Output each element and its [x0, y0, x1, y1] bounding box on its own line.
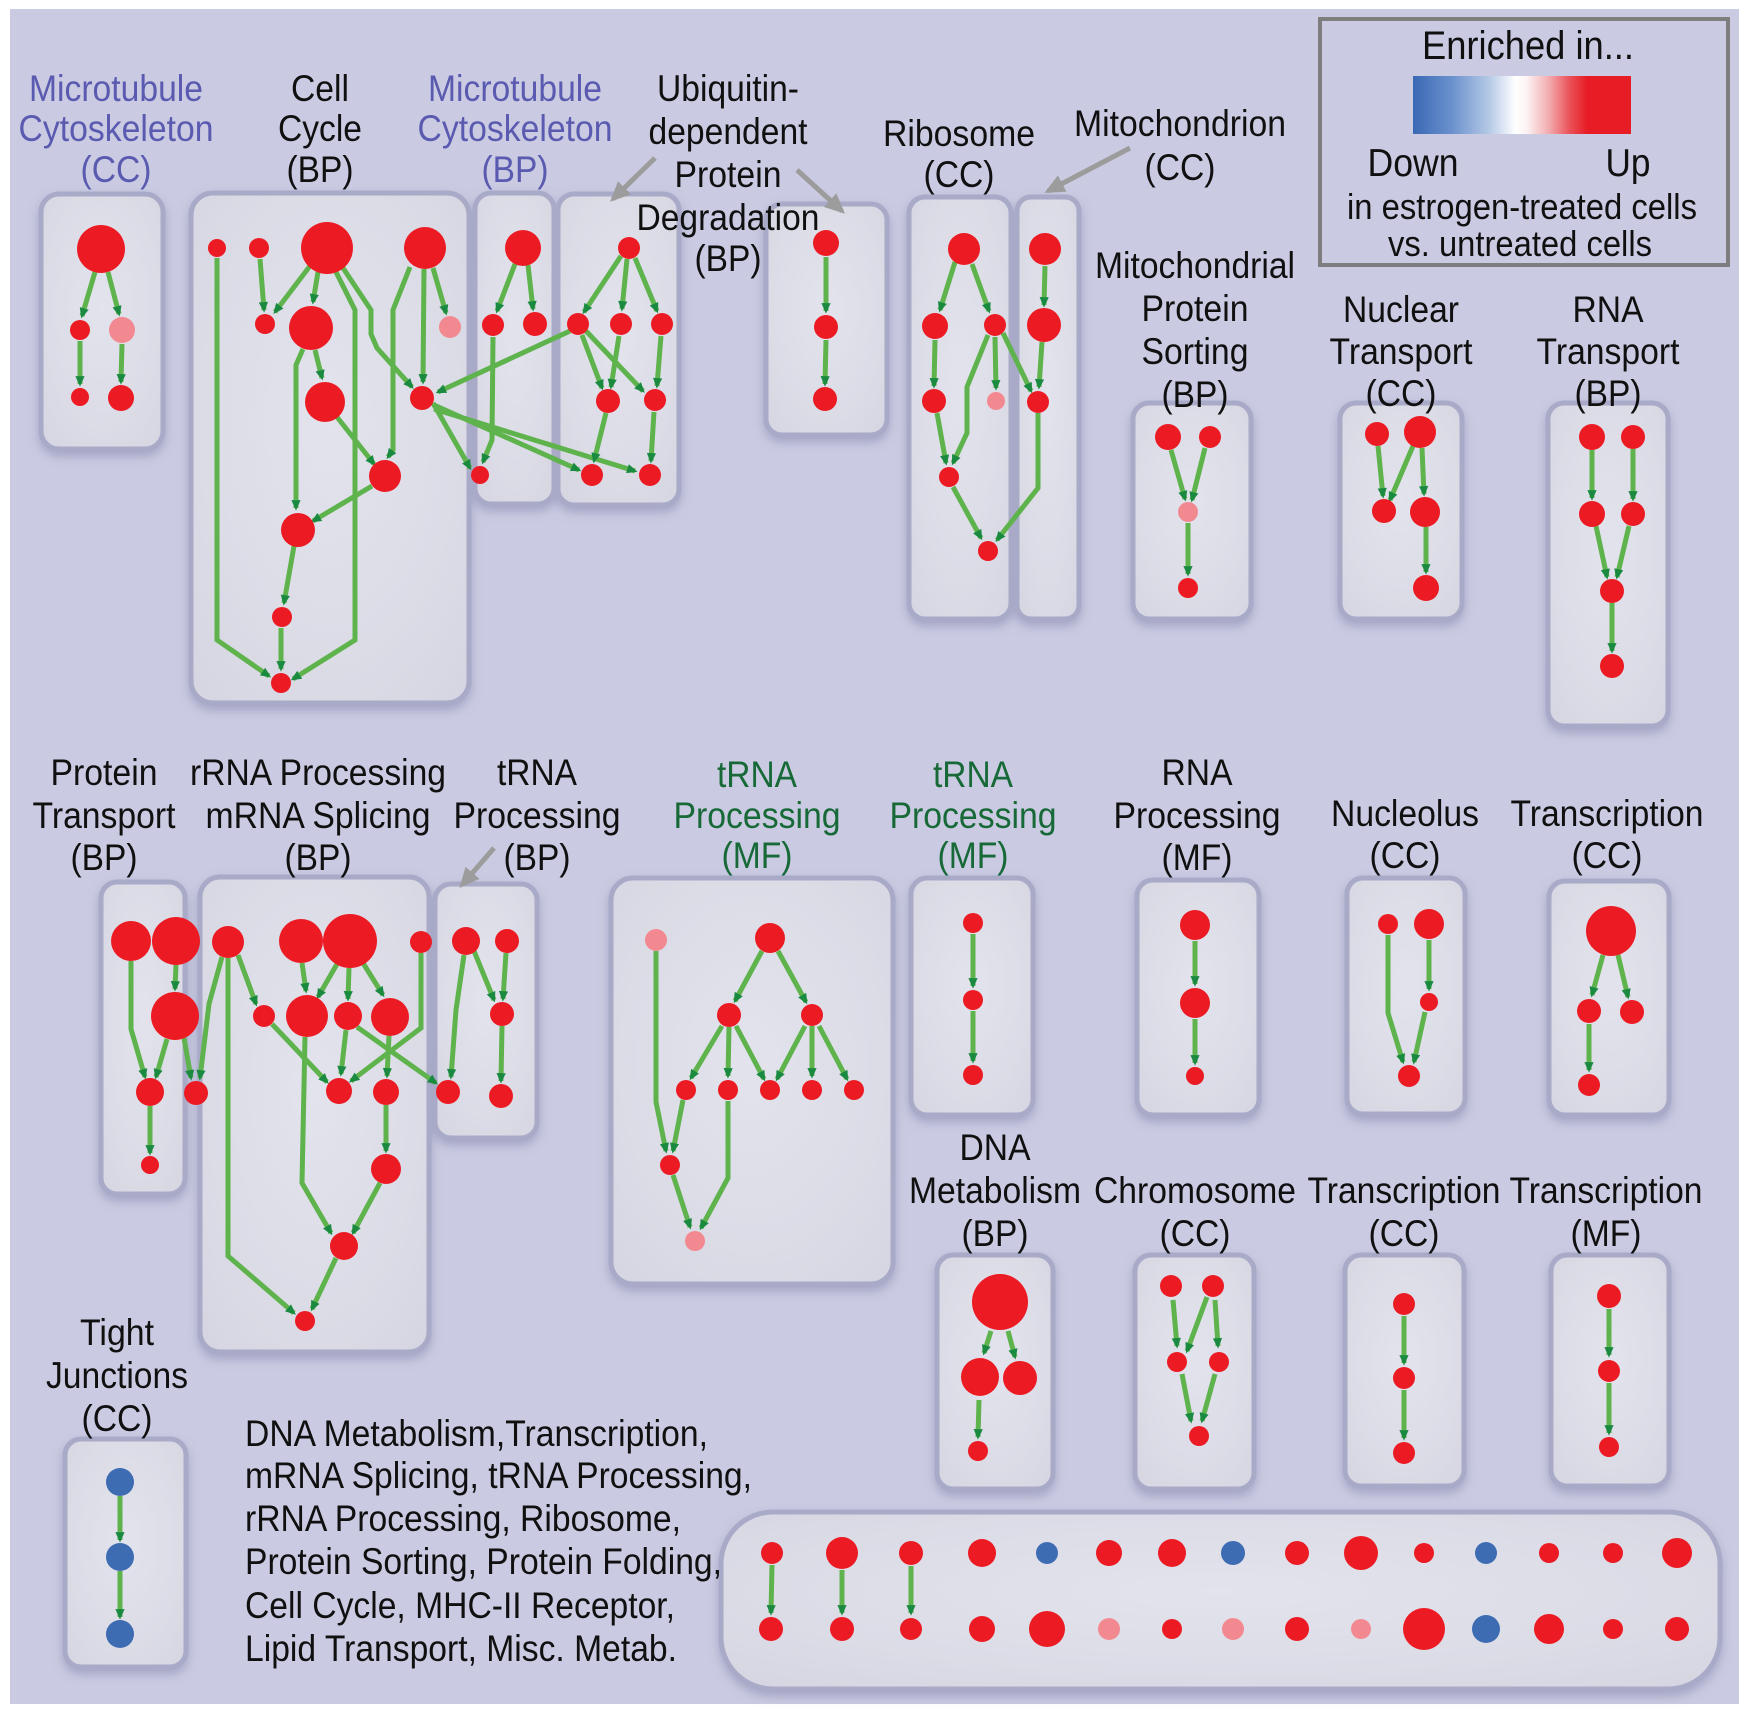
svg-text:Processing: Processing [890, 795, 1057, 836]
svg-text:Processing: Processing [454, 795, 621, 836]
svg-text:(CC): (CC) [1145, 147, 1216, 188]
svg-text:Transport: Transport [1537, 331, 1681, 372]
svg-text:(BP): (BP) [482, 149, 549, 190]
svg-text:dependent: dependent [649, 111, 809, 152]
svg-text:in estrogen-treated cells: in estrogen-treated cells [1347, 186, 1697, 227]
svg-text:Protein: Protein [675, 154, 782, 195]
svg-text:Enriched in...: Enriched in... [1422, 24, 1634, 68]
svg-text:RNA: RNA [1162, 752, 1233, 793]
svg-text:Cell Cycle, MHC-II Receptor,: Cell Cycle, MHC-II Receptor, [245, 1585, 675, 1626]
svg-text:(MF): (MF) [938, 835, 1009, 876]
svg-text:(CC): (CC) [1366, 373, 1437, 414]
svg-text:Junctions: Junctions [46, 1355, 188, 1396]
svg-text:rRNA Processing: rRNA Processing [190, 752, 446, 793]
svg-text:(CC): (CC) [1572, 835, 1643, 876]
svg-text:Up: Up [1606, 142, 1651, 185]
svg-text:(BP): (BP) [962, 1213, 1029, 1254]
svg-text:Chromosome: Chromosome [1094, 1170, 1296, 1211]
svg-text:vs. untreated cells: vs. untreated cells [1388, 223, 1652, 264]
svg-text:tRNA: tRNA [717, 754, 797, 795]
svg-text:Protein: Protein [1142, 288, 1249, 329]
svg-text:Ribosome: Ribosome [883, 113, 1035, 154]
svg-text:Transcription: Transcription [1308, 1170, 1501, 1211]
svg-text:(BP): (BP) [1162, 374, 1229, 415]
svg-text:RNA: RNA [1573, 289, 1644, 330]
svg-text:Cytoskeleton: Cytoskeleton [418, 108, 613, 149]
svg-text:Cytoskeleton: Cytoskeleton [19, 108, 214, 149]
svg-text:DNA: DNA [960, 1127, 1031, 1168]
svg-text:tRNA: tRNA [933, 754, 1013, 795]
svg-text:(CC): (CC) [82, 1398, 153, 1439]
svg-text:(CC): (CC) [81, 149, 152, 190]
svg-text:Mitochondrial: Mitochondrial [1095, 245, 1295, 286]
svg-text:Transport: Transport [1330, 331, 1474, 372]
svg-text:Microtubule: Microtubule [29, 68, 203, 109]
svg-text:(MF): (MF) [722, 835, 793, 876]
svg-text:(BP): (BP) [504, 837, 571, 878]
svg-text:Mitochondrion: Mitochondrion [1074, 103, 1286, 144]
svg-text:DNA Metabolism,Transcription,: DNA Metabolism,Transcription, [245, 1413, 708, 1454]
svg-text:Down: Down [1368, 142, 1459, 185]
svg-text:Tight: Tight [80, 1312, 155, 1353]
svg-text:Protein Sorting, Protein Foldi: Protein Sorting, Protein Folding, [245, 1541, 722, 1582]
svg-text:(MF): (MF) [1162, 837, 1233, 878]
svg-text:Nucleolus: Nucleolus [1331, 793, 1479, 834]
svg-text:(BP): (BP) [695, 238, 762, 279]
svg-text:Processing: Processing [1114, 795, 1281, 836]
svg-text:rRNA Processing, Ribosome,: rRNA Processing, Ribosome, [245, 1498, 681, 1539]
svg-text:(CC): (CC) [1370, 835, 1441, 876]
svg-text:Metabolism: Metabolism [909, 1170, 1081, 1211]
svg-text:mRNA Splicing: mRNA Splicing [206, 795, 431, 836]
svg-text:Ubiquitin-: Ubiquitin- [657, 68, 799, 109]
svg-text:Protein: Protein [51, 752, 158, 793]
svg-text:Transcription: Transcription [1511, 793, 1704, 834]
svg-text:Cycle: Cycle [278, 108, 362, 149]
svg-text:Microtubule: Microtubule [428, 68, 602, 109]
svg-text:Sorting: Sorting [1142, 331, 1249, 372]
svg-text:Processing: Processing [674, 795, 841, 836]
svg-text:(BP): (BP) [285, 837, 352, 878]
svg-text:(CC): (CC) [924, 154, 995, 195]
svg-text:tRNA: tRNA [497, 752, 577, 793]
svg-text:(CC): (CC) [1369, 1213, 1440, 1254]
svg-text:(BP): (BP) [287, 149, 354, 190]
svg-text:Cell: Cell [291, 68, 349, 109]
svg-text:(BP): (BP) [1575, 373, 1642, 414]
svg-text:Degradation: Degradation [637, 197, 820, 238]
svg-text:(CC): (CC) [1160, 1213, 1231, 1254]
svg-text:Transcription: Transcription [1510, 1170, 1703, 1211]
svg-text:Nuclear: Nuclear [1343, 289, 1459, 330]
svg-text:Transport: Transport [33, 795, 177, 836]
svg-text:mRNA Splicing, tRNA Processing: mRNA Splicing, tRNA Processing, [245, 1455, 752, 1496]
svg-text:(MF): (MF) [1571, 1213, 1642, 1254]
svg-text:(BP): (BP) [71, 837, 138, 878]
svg-text:Lipid Transport, Misc. Metab.: Lipid Transport, Misc. Metab. [245, 1628, 677, 1669]
